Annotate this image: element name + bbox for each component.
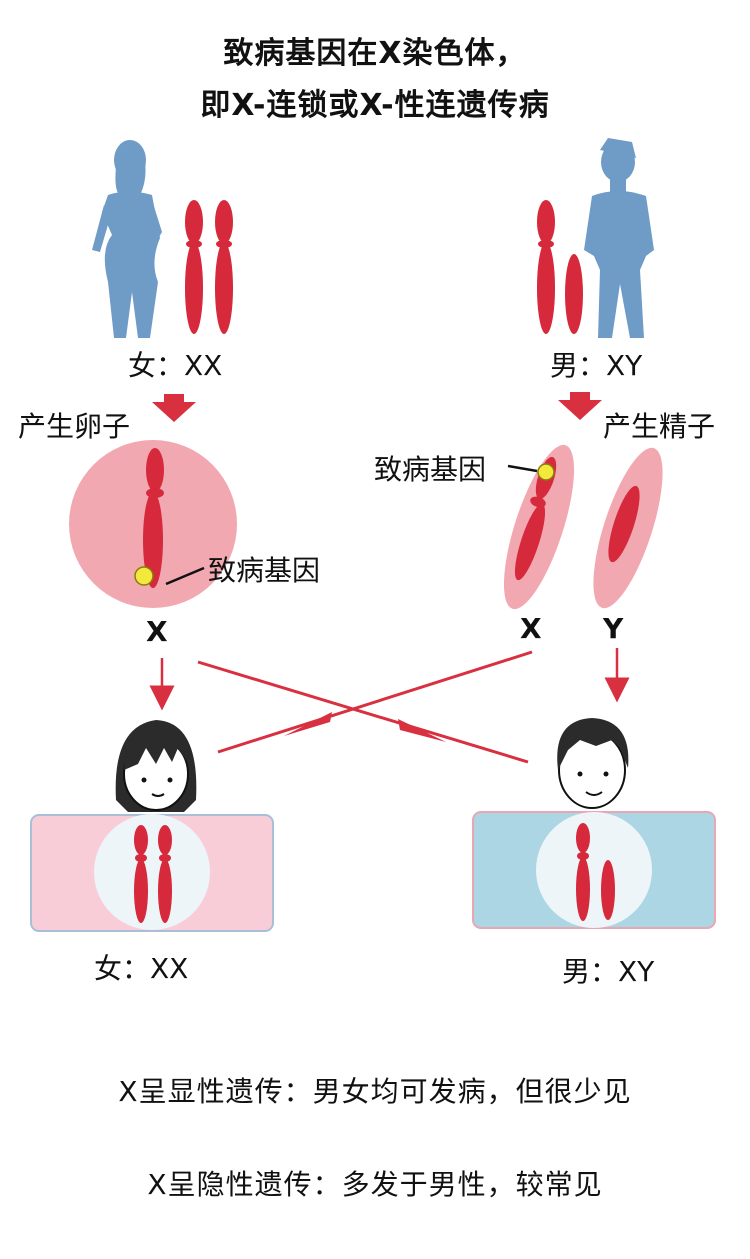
male-child-label: 男：XY	[562, 955, 655, 988]
egg-label: 产生卵子	[18, 410, 131, 443]
male-parent-label: 男：XY	[550, 349, 643, 382]
sperm-y-chromosome-letter: Y	[603, 612, 624, 645]
male-parent-silhouette	[584, 138, 654, 338]
sperm-label: 产生精子	[603, 410, 716, 443]
sperm-x-cell	[503, 444, 575, 610]
male-child-card	[472, 811, 716, 929]
sperm-y-cell	[593, 447, 663, 609]
title-line-2: 即X-连锁或X-性连遗传病	[200, 88, 550, 123]
son-face	[557, 718, 629, 809]
sperm-gene-dot	[537, 463, 555, 481]
female-child-label: 女：XX	[94, 952, 189, 985]
male-gamete-arrow	[558, 392, 602, 420]
dominant-note: X呈显性遗传：男女均可发病，但很少见	[118, 1075, 632, 1108]
title-line-1: 致病基因在X染色体，	[223, 36, 527, 71]
egg-gene-dot	[134, 566, 154, 586]
egg-cell	[69, 440, 237, 608]
recessive-note: X呈隐性遗传：多发于男性，较常见	[147, 1168, 603, 1201]
female-parent-chromosomes	[185, 200, 233, 334]
egg-chromosome-letter: X	[146, 615, 168, 648]
egg-to-son-arrow	[197, 660, 529, 764]
female-parent-silhouette	[92, 140, 162, 338]
egg-gene-label: 致病基因	[208, 554, 321, 587]
female-parent-label: 女：XX	[128, 349, 223, 382]
female-child-card	[30, 814, 274, 932]
sperm-gene-label: 致病基因	[374, 453, 487, 486]
male-parent-chromosomes	[537, 200, 583, 334]
female-gamete-arrow	[152, 394, 196, 422]
sperm-x-chromosome-letter: X	[520, 612, 542, 645]
sperm-x-to-daughter-arrow	[217, 650, 533, 754]
daughter-face	[115, 720, 197, 812]
